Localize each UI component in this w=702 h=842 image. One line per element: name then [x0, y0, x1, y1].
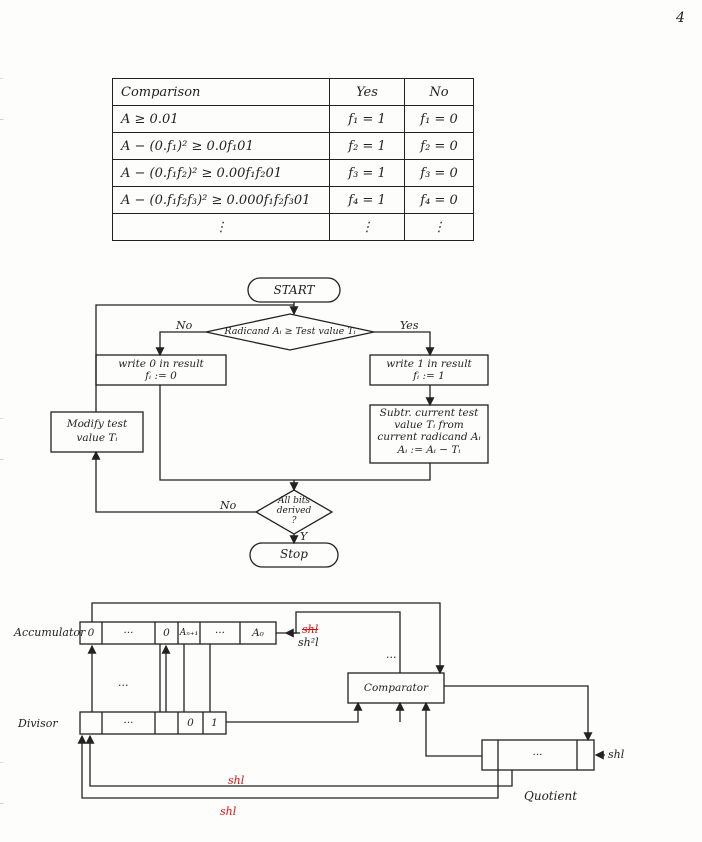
- quotient-shift-label: shl: [608, 748, 625, 761]
- table-row: A − (0.f₁f₂)² ≥ 0.00f₁f₂01 f₃ = 1 f₃ = 0: [112, 159, 474, 187]
- quotient-dots: ···: [532, 749, 543, 761]
- table-cell: A − (0.f₁f₂)² ≥ 0.00f₁f₂01: [112, 159, 330, 187]
- subtract-line4: Aᵢ := Aᵢ − Tᵢ: [397, 444, 461, 456]
- table-cell: f₁ = 1: [329, 105, 405, 133]
- table-cell: A − (0.f₁)² ≥ 0.0f₁01: [112, 132, 330, 160]
- div-cell: 0: [187, 717, 194, 729]
- acc-cell: ···: [123, 627, 134, 639]
- stop-label: Stop: [280, 547, 308, 561]
- table-cell: f₄ = 1: [329, 186, 405, 214]
- table-cell: f₂ = 1: [329, 132, 405, 160]
- table-row: A ≥ 0.01 f₁ = 1 f₁ = 0: [112, 105, 474, 133]
- acc-cell: A₀: [252, 627, 264, 639]
- all-bits-line1: All bits: [278, 496, 310, 506]
- quotient-register: [481, 739, 595, 771]
- table-cell: ⋮: [112, 213, 330, 241]
- decision-radicand-label: Radicand Aᵢ ≥ Test value Tᵢ: [224, 326, 356, 337]
- acc-cell: 0: [87, 627, 95, 639]
- red-shl-label-2: shl: [220, 805, 237, 818]
- table-row: A − (0.f₁)² ≥ 0.0f₁01 f₂ = 1 f₂ = 0: [112, 132, 474, 160]
- start-label: START: [273, 283, 315, 297]
- accumulator-label: Accumulator: [14, 626, 86, 639]
- div-cell: ···: [123, 717, 134, 729]
- write0-line2: fᵢ := 0: [145, 370, 177, 382]
- table-row: A − (0.f₁f₂f₃)² ≥ 0.000f₁f₂f₃01 f₄ = 1 f…: [112, 186, 474, 214]
- table-header-cell: Comparison: [112, 78, 330, 106]
- subtract-line3: current radicand Aᵢ: [377, 431, 481, 443]
- acc-cell: Aₙ₊₁: [179, 628, 199, 638]
- write1-line1: write 1 in result: [386, 358, 472, 370]
- subtract-line1: Subtr. current test: [379, 407, 479, 419]
- comparator-dots: ···: [386, 651, 397, 664]
- table-cell: f₄ = 0: [404, 186, 474, 214]
- no-label: No: [176, 319, 193, 332]
- table-cell: A ≥ 0.01: [112, 105, 330, 133]
- decision-all-bits: [254, 489, 334, 535]
- acc-cell: ···: [214, 627, 225, 639]
- table-header-row: Comparison Yes No: [112, 78, 474, 106]
- modify-line2: value Tᵢ: [76, 432, 118, 444]
- table-cell: f₂ = 0: [404, 132, 474, 160]
- page-number: 4: [676, 10, 685, 26]
- comparison-table: Comparison Yes No A ≥ 0.01 f₁ = 1 f₁ = 0…: [112, 78, 474, 241]
- subtract-line2: value Tᵢ from: [394, 419, 464, 431]
- yes2-label: Y: [300, 530, 308, 543]
- divisor-label: Divisor: [18, 717, 58, 730]
- table-cell: ⋮: [404, 213, 474, 241]
- acc-cell: 0: [163, 627, 170, 639]
- divisor-register: [79, 711, 227, 735]
- table-row: ⋮ ⋮ ⋮: [112, 213, 474, 241]
- quotient-label: Quotient: [524, 789, 578, 803]
- acc-shift-label: sh²l: [298, 636, 319, 649]
- yes-label: Yes: [400, 319, 419, 332]
- write0-line1: write 0 in result: [118, 358, 204, 370]
- all-bits-line3: ?: [291, 516, 297, 526]
- acc-shift-struck: shl: [302, 623, 319, 636]
- table-header-cell: Yes: [329, 78, 405, 106]
- vertical-dots: ···: [118, 679, 129, 692]
- div-cell: 1: [211, 717, 218, 729]
- write1-line2: fᵢ := 1: [413, 370, 445, 382]
- table-cell: f₁ = 0: [404, 105, 474, 133]
- table-cell: ⋮: [329, 213, 405, 241]
- comparator-label: Comparator: [363, 682, 429, 694]
- modify-line1: Modify test: [66, 418, 128, 430]
- red-shl-label-1: shl: [228, 774, 245, 787]
- no2-label: No: [220, 499, 237, 512]
- table-header-cell: No: [404, 78, 474, 106]
- table-cell: A − (0.f₁f₂f₃)² ≥ 0.000f₁f₂f₃01: [112, 186, 330, 214]
- table-cell: f₃ = 0: [404, 159, 474, 187]
- all-bits-line2: derived: [276, 506, 312, 516]
